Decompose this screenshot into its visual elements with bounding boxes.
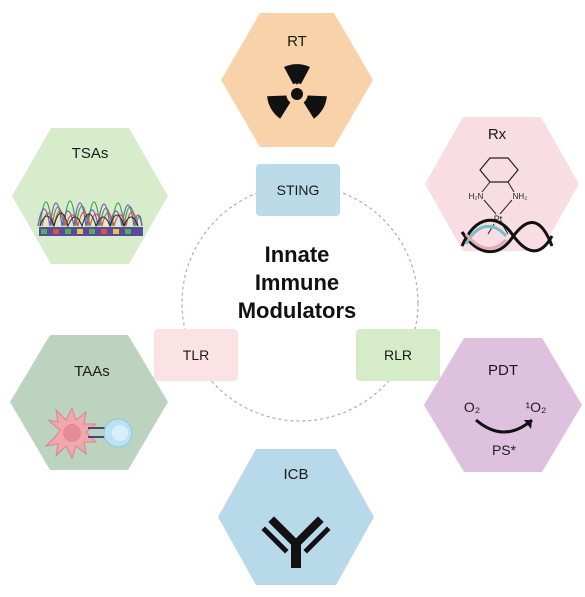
sting-label: STING [277,182,320,198]
pathway-box-tlr [154,329,238,381]
cisplatin-dna-icon: H₂N NH₂ Pt [460,157,554,254]
pdt-reactant: O₂ [464,399,480,415]
rlr-label: RLR [384,347,412,363]
rx-label: Rx [488,126,507,143]
photosensitizer-reaction-icon: O₂ ¹O₂ PS* [464,399,547,458]
sequencing-chromatogram-icon [37,200,143,236]
hexagon-pdt [424,338,582,472]
pdt-product: ¹O₂ [526,399,547,415]
antibody-icon [261,516,331,568]
rt-label: RT [287,33,307,50]
pathway-box-sting [256,164,340,216]
center-title-line-3: Modulators [238,298,357,323]
hexagon-rx [425,117,579,251]
center-title-line-1: Innate [265,242,330,267]
h2n-label: H₂N [469,192,484,201]
pt-label: Pt [494,214,503,224]
hexagon-taas [10,335,168,470]
center-ring [181,184,419,422]
pdt-label: PDT [488,362,518,379]
taas-label: TAAs [74,363,110,380]
center-title-line-2: Immune [255,270,339,295]
icb-label: ICB [283,466,308,483]
tlr-label: TLR [183,347,209,363]
radiation-icon [267,64,327,119]
hexagon-icb [218,449,374,585]
tsas-label: TSAs [72,145,109,162]
dendritic-t-cell-icon [44,406,133,460]
pathway-box-rlr [356,329,440,381]
nh2-label: NH₂ [513,192,528,201]
pdt-catalyst: PS* [492,442,517,458]
